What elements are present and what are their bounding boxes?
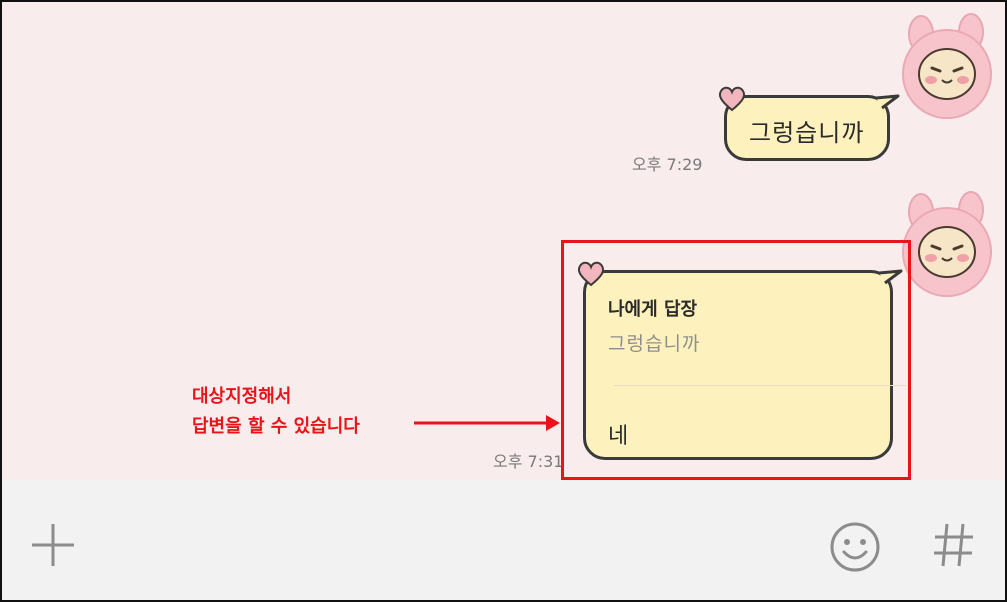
annotation-text: 대상지정해서 답변을 할 수 있습니다: [192, 382, 360, 442]
bunny-avatar-icon: [902, 13, 992, 119]
message-time: 오후 7:29: [632, 155, 703, 174]
avatar[interactable]: [895, 190, 999, 298]
message-text: 그렁습니까: [749, 119, 865, 147]
input-bar: [2, 480, 1005, 600]
annotation-line: 답변을 할 수 있습니다: [192, 416, 360, 437]
hashtag-button[interactable]: [932, 520, 976, 570]
reply-message-bubble[interactable]: 나에게 답장 그렁습니까 네: [577, 261, 906, 460]
smiley-icon: [830, 522, 880, 572]
emoji-button[interactable]: [828, 520, 882, 574]
hash-icon: [934, 523, 973, 567]
plus-icon: [32, 524, 74, 566]
heart-icon: [718, 86, 746, 112]
reply-label: 나에게 답장: [608, 299, 698, 320]
bubble-tail-icon: [879, 269, 903, 285]
heart-icon: [577, 261, 605, 287]
reply-divider: [614, 385, 906, 386]
message-list[interactable]: 그렁습니까 오후 7:29: [2, 2, 1005, 480]
message-text: 네: [608, 424, 629, 449]
bunny-avatar-icon: [902, 191, 992, 297]
quoted-message[interactable]: 그렁습니까: [608, 333, 701, 355]
avatar[interactable]: [895, 12, 999, 120]
annotation-line: 대상지정해서: [192, 386, 292, 407]
message-bubble[interactable]: 그렁습니까: [718, 86, 900, 161]
bubble-tail-icon: [876, 94, 900, 110]
attach-button[interactable]: [28, 520, 78, 570]
arrow-right-icon: [414, 415, 560, 431]
highlight-box: [561, 240, 911, 480]
message-time: 오후 7:31: [493, 452, 564, 471]
